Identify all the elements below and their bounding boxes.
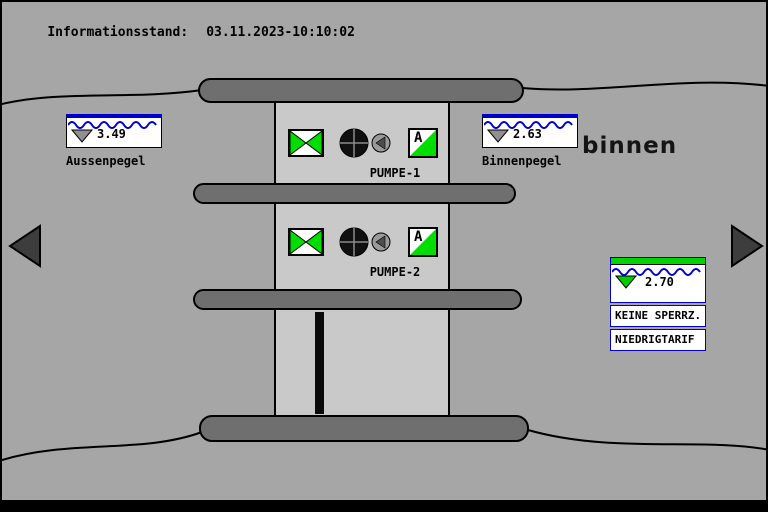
gate-slot	[315, 312, 324, 414]
deck-mid-2	[193, 289, 522, 310]
panel-green-strip	[611, 258, 705, 265]
pump-2-label: PUMPE-2	[369, 265, 421, 279]
water-wave-icon	[68, 121, 157, 129]
water-wave-icon	[612, 268, 701, 276]
deck-bottom	[199, 415, 529, 442]
nav-right-arrow[interactable]	[730, 224, 764, 268]
aussenpegel-value: 3.49	[97, 127, 126, 141]
aussenpegel-label: Aussenpegel	[66, 154, 146, 168]
bottom-bar	[2, 500, 766, 510]
water-wave-icon	[484, 121, 573, 129]
status-box-sperrzeit: KEINE SPERRZ.	[610, 305, 706, 327]
deck-mid-1	[193, 183, 516, 204]
level-marker-icon	[487, 129, 509, 143]
brand-logo: binnen	[582, 133, 678, 159]
pump-1-label: PUMPE-1	[369, 166, 421, 180]
valve-icon-pump-2[interactable]	[288, 228, 324, 256]
binnenpegel-gauge: 2.63	[482, 114, 578, 148]
aussenpegel-gauge: 3.49	[66, 114, 162, 148]
mode-letter: A	[414, 229, 423, 245]
actuator-icon-pump-2[interactable]	[371, 232, 391, 252]
valve-icon-pump-1[interactable]	[288, 129, 324, 157]
binnenpegel-label: Binnenpegel	[482, 154, 562, 168]
panel-level-value: 2.70	[645, 275, 674, 289]
binnenpegel-value: 2.63	[513, 127, 542, 141]
pump-icon-pump-2[interactable]	[339, 227, 369, 257]
nav-left-arrow[interactable]	[8, 224, 42, 268]
level-marker-icon	[71, 129, 93, 143]
deck-top	[198, 78, 524, 103]
status-box-tarif: NIEDRIGTARIF	[610, 329, 706, 351]
actuator-icon-pump-1[interactable]	[371, 133, 391, 153]
timestamp: 03.11.2023-10:10:02	[206, 25, 355, 40]
info-label: Informationsstand:	[47, 25, 189, 40]
mode-letter: A	[414, 130, 423, 146]
pump-icon-pump-1[interactable]	[339, 128, 369, 158]
level-marker-icon	[615, 275, 637, 289]
mode-box-pump-2[interactable]: A	[408, 227, 438, 257]
mode-box-pump-1[interactable]: A	[408, 128, 438, 158]
panel-level-gauge: 2.70	[610, 257, 706, 303]
info-header: Informationsstand: 03.11.2023-10:10:02	[16, 10, 355, 55]
